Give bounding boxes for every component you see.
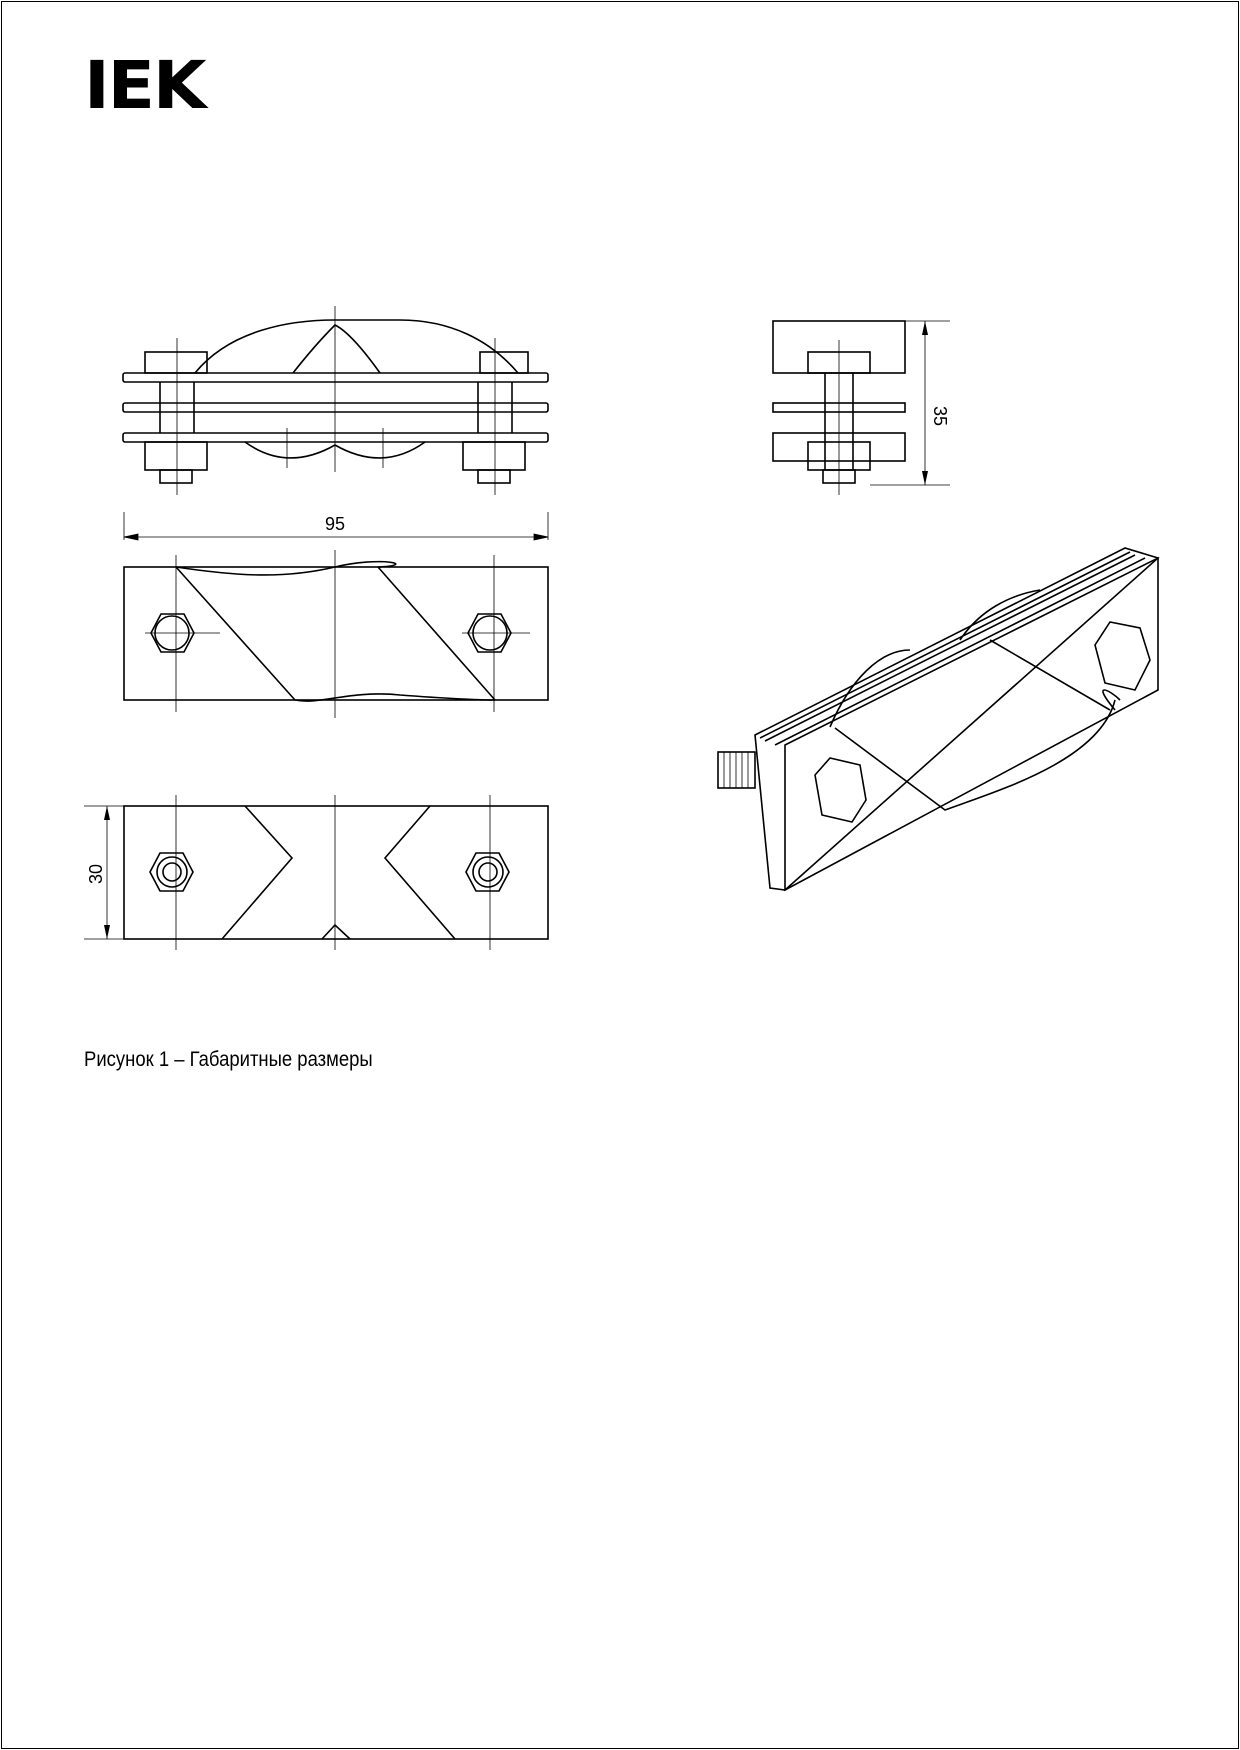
isometric-view (717, 547, 1160, 892)
iek-logo: IEK (84, 47, 207, 124)
length-label: 95 (325, 514, 345, 534)
height-label: 35 (930, 406, 950, 426)
side-view (772, 320, 950, 495)
front-view (122, 306, 549, 495)
bottom-view (84, 795, 549, 950)
top-view (123, 550, 549, 718)
width-label: 30 (86, 864, 106, 884)
figure-caption: Рисунок 1 – Габаритные размеры (84, 1048, 373, 1071)
length-dimension (123, 512, 549, 541)
